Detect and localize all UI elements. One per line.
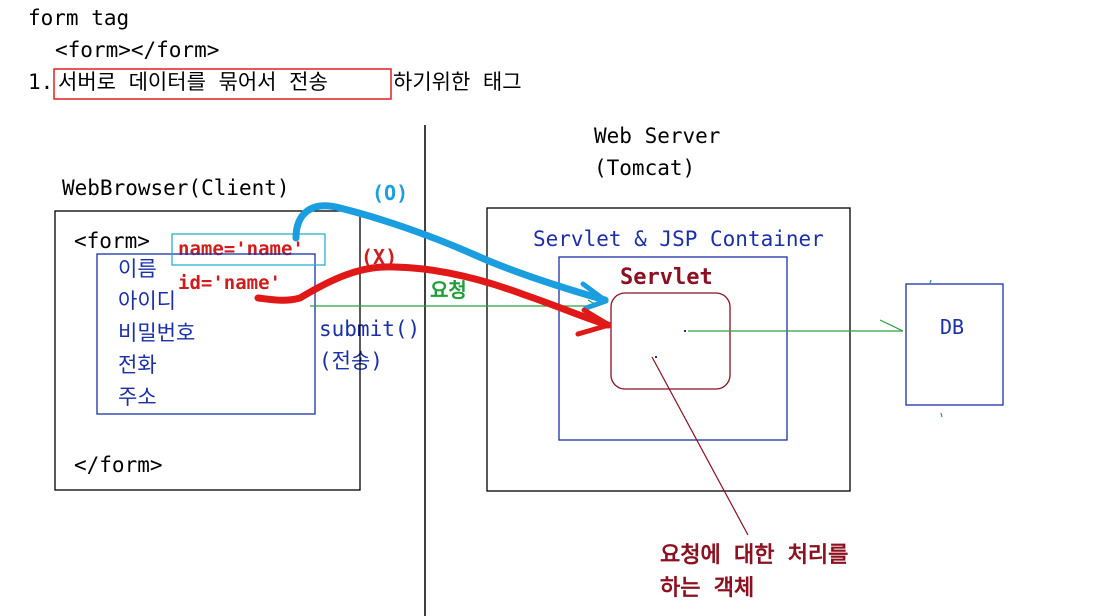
server-title-line-2: (Tomcat) <box>594 156 696 180</box>
request-label: 요청 <box>430 278 467 302</box>
form-close-tag: </form> <box>74 453 163 477</box>
field-password: 비밀번호 <box>118 321 196 345</box>
header-line-3-number: 1. <box>28 70 54 94</box>
submit-ko-label: (전송) <box>319 349 383 373</box>
field-address: 주소 <box>118 385 157 409</box>
attr-id-label: id='name' <box>178 272 281 294</box>
note-line-1: 요청에 대한 처리를 <box>660 543 849 568</box>
header-line-3-rest: 하기위한 태그 <box>393 70 522 94</box>
web-server-box <box>486 207 851 492</box>
db-box <box>905 283 1004 406</box>
form-open-tag: <form> <box>74 229 150 253</box>
note-line-2: 하는 객체 <box>660 576 755 601</box>
header-line-1: form tag <box>28 6 130 30</box>
servlet-label: Servlet <box>620 265 713 290</box>
wrong-arrow <box>254 263 612 329</box>
server-title-line-1: Web Server <box>594 124 721 148</box>
header-line-2: <form></form> <box>55 38 220 62</box>
container-box <box>558 256 788 441</box>
submit-label: submit() <box>319 317 421 341</box>
db-label: DB <box>940 315 965 339</box>
header-line-3-boxed: 서버로 데이터를 묶어서 전송 <box>58 70 328 94</box>
field-phone: 전화 <box>118 353 157 377</box>
client-title: WebBrowser(Client) <box>62 176 290 200</box>
note-pointer-line <box>651 356 749 536</box>
browser-box <box>54 210 361 491</box>
correct-arrow <box>292 202 609 304</box>
fields-box <box>96 253 316 415</box>
field-id: 아이디 <box>118 289 176 313</box>
header-highlight-box <box>53 68 392 100</box>
container-label: Servlet & JSP Container <box>533 227 824 251</box>
x-mark: (X) <box>361 245 398 269</box>
servlet-box <box>610 292 731 390</box>
name-attr-box <box>171 233 326 266</box>
ok-mark: (O) <box>372 181 409 205</box>
field-name: 이름 <box>118 257 157 281</box>
